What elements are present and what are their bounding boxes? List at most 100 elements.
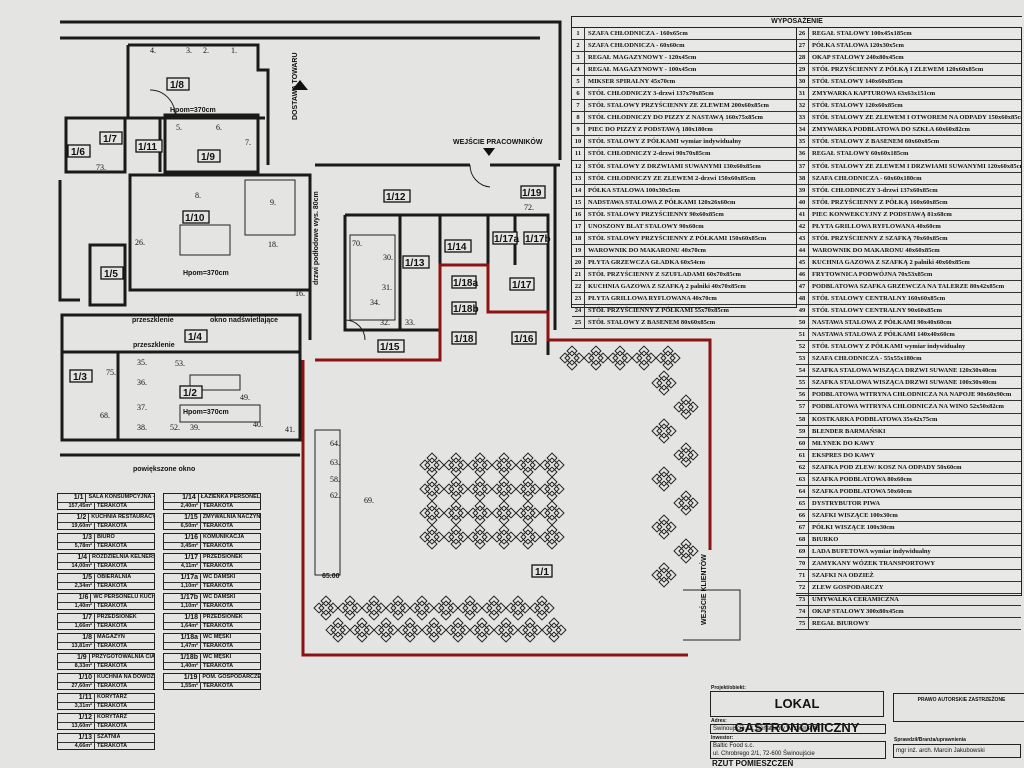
room-tag: 1/12 [383, 189, 411, 203]
svg-text:18.: 18. [268, 240, 278, 249]
room-area: 5,78m² [58, 542, 95, 550]
equipment-label: STÓŁ STALOWY Z DRZWIAMI SUWANYMI 130x60x… [588, 162, 761, 170]
equipment-title: WYPOSAŻENIE [572, 17, 1022, 28]
room-name: SALA KONSUMPCYJNA + BUFET [88, 494, 154, 500]
svg-text:58.: 58. [330, 475, 340, 484]
room-tag: 1/3 [69, 369, 93, 383]
equipment-number: 49 [796, 305, 809, 317]
dining-table [486, 600, 502, 616]
svg-text:1/17: 1/17 [512, 280, 532, 291]
equipment-label: SZAFA CHŁODNICZA - 60x60cm [588, 42, 685, 50]
room-name: WC PERSONELU KUCHNI [93, 594, 154, 600]
svg-text:52.: 52. [170, 423, 180, 432]
dining-table [438, 600, 454, 616]
room-name: WC DAMSKI [203, 594, 236, 600]
equipment-label: UMYWALKA CERAMICZNA [812, 596, 899, 604]
equipment-number: 37 [796, 160, 809, 172]
room-name: MAGAZYN [97, 634, 125, 640]
equipment-label: STÓŁ PRZYŚCIENNY Z PÓŁKĄ I ZLEWEM 120x60… [812, 66, 984, 74]
equipment-label: OKAP STALOWY 300x80x45cm [812, 608, 904, 616]
equipment-label: NADSTAWA STALOWA Z PÓŁKAMI 120x26x60cm [588, 198, 736, 206]
dining-table [588, 350, 604, 366]
room-id: 1/18b [164, 654, 201, 662]
room-name: PRZEDSIONEK [203, 554, 243, 560]
room-area: 4,66m² [58, 742, 95, 750]
svg-text:1/4: 1/4 [188, 332, 202, 343]
equipment-number: 32 [796, 100, 809, 112]
svg-text:8.: 8. [195, 191, 201, 200]
room-id: 1/17 [164, 554, 201, 562]
dining-table [520, 481, 536, 497]
equipment-label: KUCHNIA GAZOWA Z SZAFKĄ 2 palniki 40x60x… [812, 258, 970, 266]
svg-text:3.: 3. [186, 46, 192, 55]
equipment-number: 18 [572, 232, 585, 244]
svg-text:64.: 64. [330, 439, 340, 448]
equipment-label: PŁYTA GRILLOWA RYFLOWANA 40x60cm [812, 222, 941, 230]
dining-table [366, 600, 382, 616]
room-area: 19,60m² [58, 522, 95, 530]
equipment-label: PÓŁKA STALOWA 120x30x5cm [812, 42, 904, 50]
equipment-number: 64 [796, 485, 809, 497]
dining-table [378, 622, 394, 638]
room-tag: 1/17 [509, 277, 535, 291]
room-area: 13,60m² [58, 722, 95, 730]
svg-text:1/3: 1/3 [73, 372, 87, 383]
room-tag: 1/18b [451, 301, 479, 315]
equipment-label: REGAŁ MAGAZYNOWY - 100x45cm [588, 66, 697, 74]
dining-table [402, 622, 418, 638]
equipment-number: 17 [572, 220, 585, 232]
equipment-number: 19 [572, 244, 585, 256]
dining-table [496, 457, 512, 473]
room-floor: TERAKOTA [97, 522, 128, 529]
room-tag: 1/17b [523, 231, 551, 245]
equipment-number: 16 [572, 208, 585, 220]
svg-text:1.: 1. [231, 46, 237, 55]
svg-text:1/12: 1/12 [386, 192, 406, 203]
svg-text:9.: 9. [270, 198, 276, 207]
svg-text:49.: 49. [240, 393, 250, 402]
equipment-number: 47 [796, 280, 809, 293]
equipment-number: 62 [796, 461, 809, 473]
equipment-number: 30 [796, 76, 809, 88]
dining-table [462, 600, 478, 616]
equipment-label: BIURKO [812, 535, 839, 543]
equipment-label: STÓŁ STALOWY CENTRALNY 90x60x85cm [812, 307, 942, 315]
equipment-label: PŁYTA GRZEWCZA GŁADKA 60x54cm [588, 258, 706, 266]
equipment-label: STÓŁ STALOWY Z PÓŁKAMI wymiar indywidual… [812, 343, 966, 351]
room-tag: 1/4 [184, 329, 208, 343]
room-id: 1/8 [58, 634, 95, 642]
dining-table [472, 457, 488, 473]
room-id: 1/10 [58, 674, 95, 682]
room-id: 1/17a [164, 574, 201, 582]
equipment-label: SZAFKA PODBLATOWA 80x60cm [812, 475, 912, 483]
dining-table [678, 447, 694, 463]
dining-table [678, 495, 694, 511]
equipment-label: STÓŁ PRZYŚCIENNY Z PÓŁKAMI 55x70x85cm [588, 307, 729, 315]
equipment-label: NASTAWA STALOWA Z PÓŁKAMI 90x40x60cm [812, 319, 952, 327]
